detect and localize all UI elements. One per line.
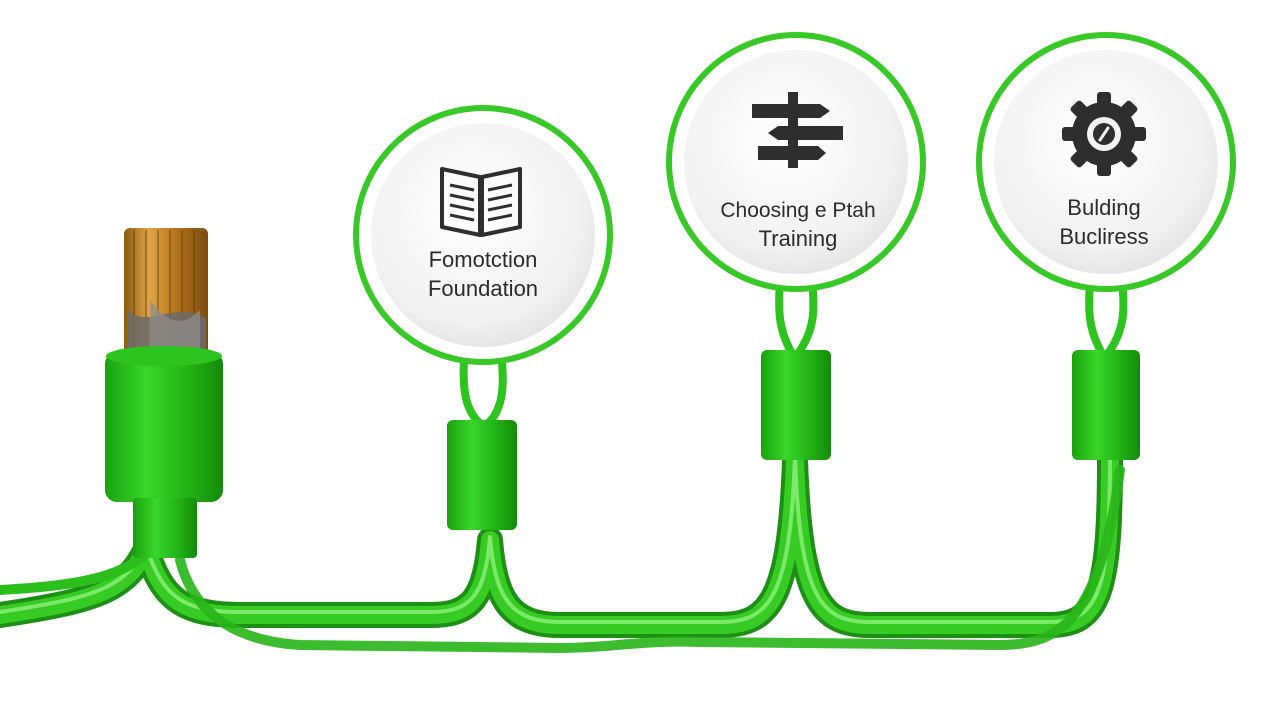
step-3: Bulding Bucliress — [976, 32, 1236, 460]
cable-bundle — [0, 447, 1125, 654]
step-1-label-line-1: Fomotction — [429, 247, 538, 272]
step-1-label-line-2: Foundation — [428, 276, 538, 301]
step-2: Choosing e Ptah Training — [666, 32, 926, 460]
step-3-label-line-2: Bucliress — [1059, 224, 1148, 249]
step-1: Fomotction Foundation — [353, 105, 613, 530]
step-3-label-line-1: Bulding — [1067, 195, 1140, 220]
cable-end-connector — [105, 228, 223, 558]
step-2-label-line-1: Choosing e Ptah — [720, 199, 875, 222]
gear-icon — [1062, 92, 1146, 176]
step-2-label-line-2: Training — [759, 226, 838, 251]
open-book-icon — [440, 167, 522, 237]
signpost-icon — [752, 92, 843, 168]
